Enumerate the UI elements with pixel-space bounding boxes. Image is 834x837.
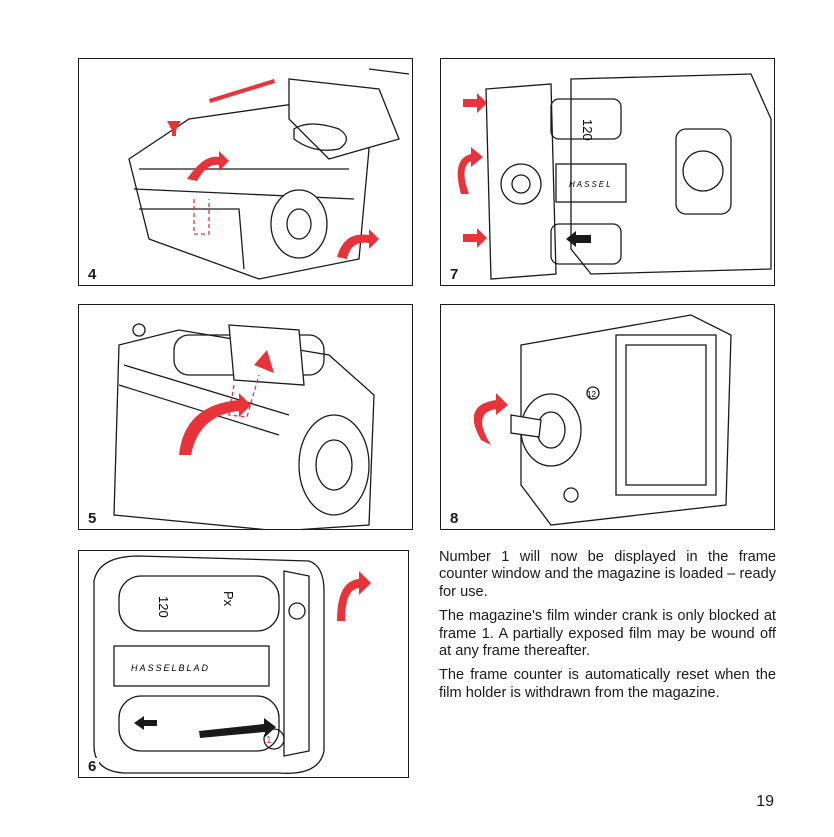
hasselblad-label: HASSELBLAD	[131, 663, 210, 673]
figure-8: 12 8	[440, 304, 775, 530]
paragraph-counter-displayed: Number 1 will now be displayed in the fr…	[439, 549, 776, 600]
figure-number: 8	[447, 510, 462, 527]
counter-1-label: 1	[266, 735, 272, 746]
figure-7: 120 HASSEL 7	[440, 58, 775, 286]
figure-4-illustration	[128, 68, 410, 280]
figure-6-illustration: 120 Px HASSELBLAD 1	[93, 555, 371, 774]
figure-number: 5	[85, 510, 100, 527]
figure-number: 6	[85, 758, 100, 775]
figure-number: 7	[447, 266, 462, 283]
instruction-text: Number 1 will now be displayed in the fr…	[439, 549, 776, 709]
film-120-label: 120	[156, 596, 171, 618]
film-120-label: 120	[580, 119, 595, 141]
figure-5: 5	[78, 304, 413, 530]
figure-8-illustration: 12	[473, 314, 732, 526]
figure-6: 120 Px HASSELBLAD 1 6	[78, 550, 409, 778]
figure-number: 4	[85, 266, 100, 283]
figure-7-illustration: 120 HASSEL	[457, 73, 772, 280]
page-number: 19	[756, 793, 774, 810]
figure-4: 4	[78, 58, 413, 286]
counter-12-label: 12	[587, 390, 596, 399]
film-brand-label: Px	[221, 591, 236, 607]
figure-5-illustration	[113, 323, 375, 529]
paragraph-crank-blocked: The magazine's film winder crank is only…	[439, 608, 776, 660]
paragraph-counter-reset: The frame counter is automatically reset…	[439, 667, 776, 701]
hassel-label: HASSEL	[569, 180, 613, 189]
